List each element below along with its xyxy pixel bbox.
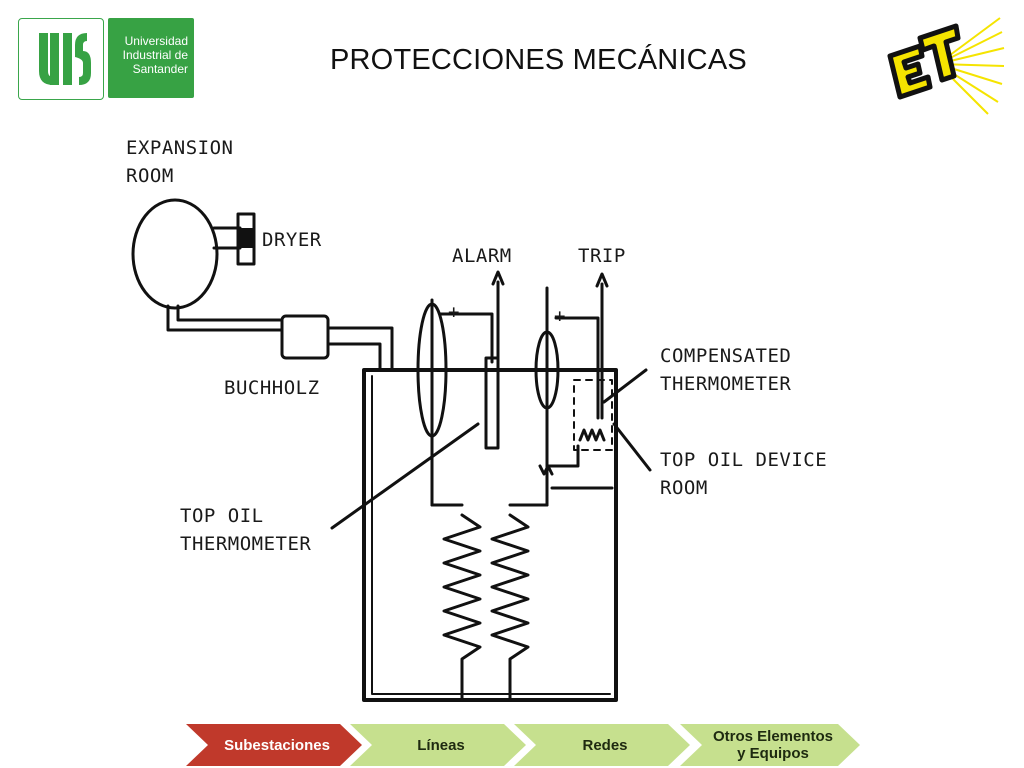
university-name: Universidad Industrial de Santander [108, 18, 194, 98]
label-trip: TRIP [578, 245, 626, 267]
label-top-oil-device-1: TOP OIL DEVICE [660, 449, 827, 471]
transformer-diagram: EXPANSION ROOM DRYER ALARM TRIP + + COMP… [126, 137, 827, 702]
label-alarm: ALARM [452, 245, 512, 267]
nav-item-redes[interactable]: Redes [514, 724, 690, 766]
page-title: PROTECCIONES MECÁNICAS [330, 44, 747, 76]
university-line-1: Universidad [124, 34, 188, 48]
label-compensated-2: THERMOMETER [660, 373, 791, 395]
compensated-thermometer-box [573, 379, 613, 451]
winding-right [490, 503, 549, 702]
winding-left [430, 503, 482, 702]
nav-label-subestaciones: Subestaciones [224, 736, 330, 754]
nav-item-subestaciones[interactable]: Subestaciones [186, 724, 362, 766]
uis-mark-icon [18, 18, 104, 100]
label-expansion-room-1: EXPANSION [126, 137, 233, 159]
top-oil-thermometer-stem [484, 356, 500, 450]
label-plus-left: + [448, 301, 460, 323]
nav-item-lineas[interactable]: Líneas [350, 724, 526, 766]
uis-logo: Universidad Industrial de Santander [18, 18, 196, 100]
transformer-tank [362, 368, 618, 702]
label-buchholz: BUCHHOLZ [224, 377, 320, 399]
label-dryer: DRYER [262, 229, 322, 251]
nav-label-redes: Redes [582, 736, 628, 754]
nav-item-otros-elementos[interactable]: Otros Elementos y Equipos [680, 724, 860, 766]
label-plus-right: + [554, 305, 566, 327]
label-expansion-room-2: ROOM [126, 165, 174, 187]
university-line-2: Industrial de [122, 48, 188, 62]
label-top-oil-device-2: ROOM [660, 477, 708, 499]
buchholz-shape [280, 314, 330, 360]
nav-label-lineas: Líneas [417, 736, 465, 754]
et-logo-icon [876, 16, 1006, 116]
university-line-3: Santander [132, 62, 188, 76]
label-compensated-1: COMPENSATED [660, 345, 791, 367]
label-top-oil-thermo-2: THERMOMETER [180, 533, 311, 555]
bottom-nav: Subestaciones Líneas Redes Otros Element… [186, 724, 866, 766]
nav-label-otros-elementos: Otros Elementos y Equipos [712, 728, 834, 762]
expansion-room-shape [131, 198, 219, 310]
pipe [166, 304, 284, 332]
label-top-oil-thermo-1: TOP OIL [180, 505, 264, 527]
